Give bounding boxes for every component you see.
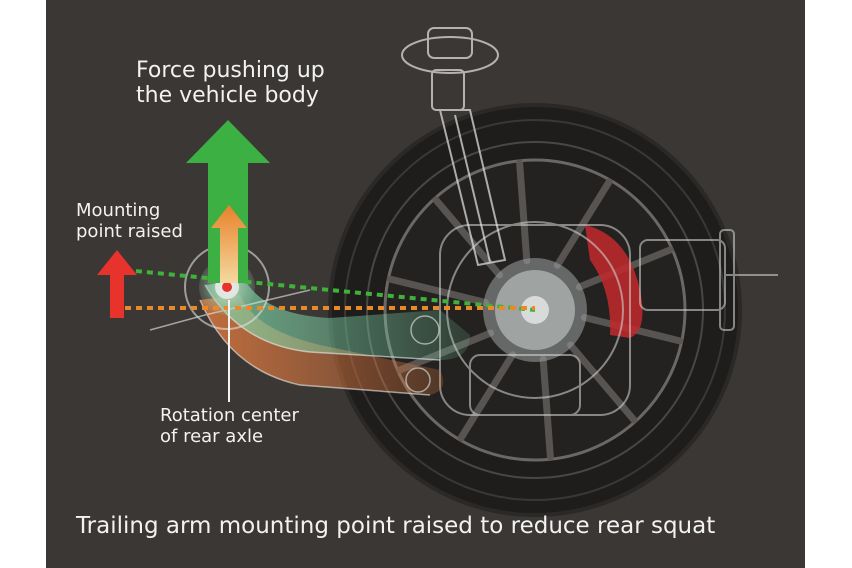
wheel-spoke xyxy=(567,341,638,424)
force-label: Force pushing up the vehicle body xyxy=(136,58,325,109)
mount-raise-arrow-icon xyxy=(97,250,137,318)
mounting-label-line-1: Mounting xyxy=(76,200,161,221)
knuckle-ghost xyxy=(439,221,778,416)
wheel-spoke xyxy=(553,178,613,269)
rotation-label: Rotation center of rear axle xyxy=(160,405,299,447)
trailing-arm-icon xyxy=(205,280,470,360)
mounting-label-line-2: point raised xyxy=(76,220,183,242)
wheel-spoke xyxy=(457,351,517,442)
small-up-arrow-icon xyxy=(211,205,247,283)
caption: Trailing arm mounting point raised to re… xyxy=(76,513,716,539)
wheel-spoke xyxy=(539,355,554,461)
shock-absorber-icon xyxy=(401,27,507,267)
force-label-line-1: Force pushing up xyxy=(136,58,325,83)
force-up-arrow-icon xyxy=(186,120,270,283)
rotation-label-line-2: of rear axle xyxy=(160,425,264,447)
green-axis-line xyxy=(124,268,536,312)
force-label-line-2: the vehicle body xyxy=(136,83,319,109)
wheel-spoke xyxy=(386,275,490,307)
rotation-label-line-1: Rotation center xyxy=(160,405,299,426)
wheel-spoke xyxy=(516,159,531,265)
mounting-label: Mounting point raised xyxy=(76,200,183,242)
brake-caliper-icon xyxy=(585,225,643,338)
